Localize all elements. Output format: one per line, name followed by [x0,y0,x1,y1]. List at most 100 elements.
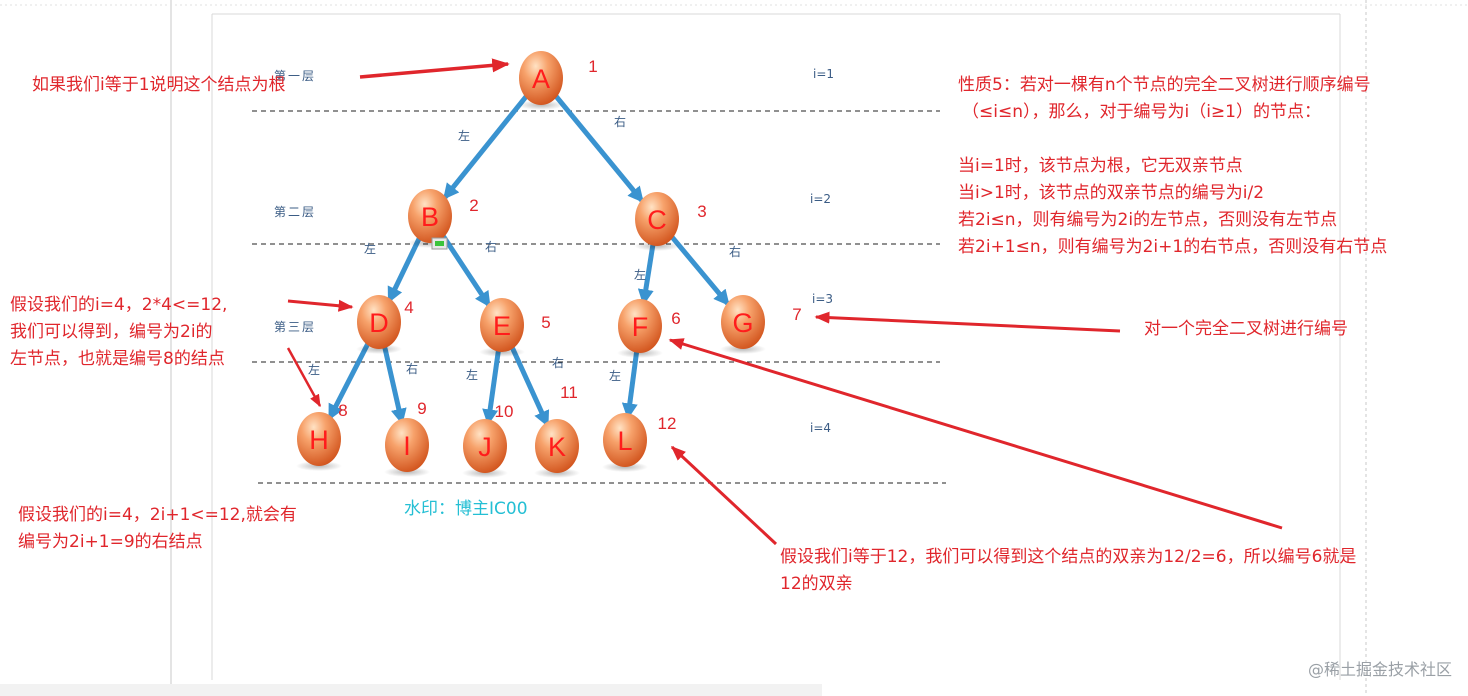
node-number: 12 [658,414,677,433]
node-letter: H [309,425,329,455]
level-label: 第二层 [274,205,316,219]
tree-node-g: G [720,295,766,354]
annotation-arrow-node-d [287,299,354,312]
node-number: 9 [417,399,426,418]
node-number: 7 [792,305,801,324]
level-index-label: i=4 [810,421,831,435]
edge-label: 左 [609,368,621,383]
note-left-child-line: 左节点，也就是编号8的结点 [10,349,225,369]
node-number: 4 [404,298,413,317]
edge-label: 左 [458,128,470,143]
node-ball [385,418,429,472]
node-letter: I [403,431,411,461]
node-letter: L [617,426,632,456]
note-property5-line [958,126,1387,153]
note-parent-line: 假设我们i等于12，我们可以得到这个结点的双亲为12/2=6，所以编号6就是 [780,547,1357,567]
node-letter: B [421,202,439,232]
level-index-label: i=2 [810,192,831,206]
tree-node-e: E [479,298,525,357]
edge-label: 右 [552,355,564,370]
tree-node-i: I [384,418,430,477]
node-number: 5 [541,313,550,332]
note-right-child-line: 编号为2i+1=9的右结点 [18,532,203,552]
node-ball [519,51,563,105]
level-index-label: i=1 [813,67,834,81]
note-property5-line: 性质5：若对一棵有n个节点的完全二叉树进行顺序编号 [958,75,1371,95]
note-left-child-line: 我们可以得到，编号为2i的 [10,322,213,342]
edge-label: 右 [485,239,497,254]
note-property5-line: （≤i≤n），那么，对于编号为i（i≥1）的节点： [962,102,1321,122]
tree-edge-a-b [443,90,532,200]
tree-node-l: L [602,413,648,472]
note-property5-line: 若2i+1≤n，则有编号为2i+1的右节点，否则没有右节点 [958,237,1388,257]
note-property5-line: 若2i≤n，则有编号为2i的左节点，否则没有左节点 [958,210,1338,230]
note-property5-line: 当i=1时，该节点为根，它无双亲节点 [958,156,1243,176]
tree-node-f: F [617,299,663,358]
node-ball [618,299,662,353]
note-right-child-line: 假设我们的i=4，2i+1<=12,就会有 [18,505,297,525]
node-number: 3 [697,202,706,221]
node-letter: F [632,312,649,342]
site-watermark: @稀土掘金技术社区 [1307,660,1452,679]
tree-node-d: D [356,295,402,354]
tree-node-k: K [534,419,580,478]
annotation-arrow-node-l [670,445,778,546]
node-ball [297,412,341,466]
node-letter: J [478,432,492,462]
tree-node-j: J [462,419,508,478]
annotation-arrow-node-h [286,347,322,408]
level-index-label: i=3 [812,292,833,306]
node-number: 1 [588,57,597,76]
annotation-arrow-root [359,58,510,79]
edge-label: 左 [466,367,478,382]
note-root-text: 如果我们i等于1说明这个结点为根 [32,75,286,95]
note-property5-line: 当i>1时，该节点的双亲节点的编号为i/2 [958,183,1265,203]
node-number: 11 [560,383,578,402]
note-parent: 假设我们i等于12，我们可以得到这个结点的双亲为12/2=6，所以编号6就是 1… [780,544,1356,598]
note-left-child-line: 假设我们的i=4，2*4<=12, [10,295,228,315]
note-numbering-text: 对一个完全二叉树进行编号 [1144,319,1348,339]
node-number: 2 [469,196,478,215]
annotation-arrow-numbering [814,311,1121,333]
note-property5: 性质5：若对一棵有n个节点的完全二叉树进行顺序编号 （≤i≤n），那么，对于编号… [958,72,1387,261]
node-number: 6 [671,309,680,328]
note-numbering: 对一个完全二叉树进行编号 [1144,316,1348,343]
note-parent-line: 12的双亲 [780,574,853,594]
selection-handle-fill [435,241,444,246]
node-letter: D [369,308,389,338]
tree-node-c: C [634,192,680,251]
node-ball [721,295,765,349]
note-left-child: 假设我们的i=4，2*4<=12, 我们可以得到，编号为2i的 左节点，也就是编… [10,292,227,373]
node-number: 8 [338,401,347,420]
node-ball [463,419,507,473]
edge-label: 左 [634,267,646,282]
edge-label: 右 [614,114,626,129]
node-letter: C [647,205,667,235]
node-letter: A [532,64,550,94]
tree-edge-a-c [550,90,644,203]
edge-label: 右 [729,244,741,259]
bottom-bar [0,684,822,696]
edge-label: 右 [406,361,418,376]
note-root: 如果我们i等于1说明这个结点为根 [32,72,286,99]
node-letter: G [732,308,753,338]
node-ball [603,413,647,467]
tree-edge-c-g [666,231,730,307]
annotation-arrow-parent [668,338,1283,530]
node-ball [408,189,452,243]
note-right-child: 假设我们的i=4，2i+1<=12,就会有 编号为2i+1=9的右结点 [18,502,297,556]
edge-label: 左 [364,241,376,256]
node-number: 10 [495,402,514,421]
node-ball [357,295,401,349]
tree-node-a: A [518,51,564,110]
node-ball [535,419,579,473]
node-ball [480,298,524,352]
edge-label: 左 [308,362,320,377]
level-label: 第三层 [274,320,316,334]
level-label: 第一层 [274,69,316,83]
node-ball [635,192,679,246]
node-letter: E [493,311,511,341]
watermark-label: 水印：博主IC00 [404,499,528,519]
node-letter: K [548,432,566,462]
